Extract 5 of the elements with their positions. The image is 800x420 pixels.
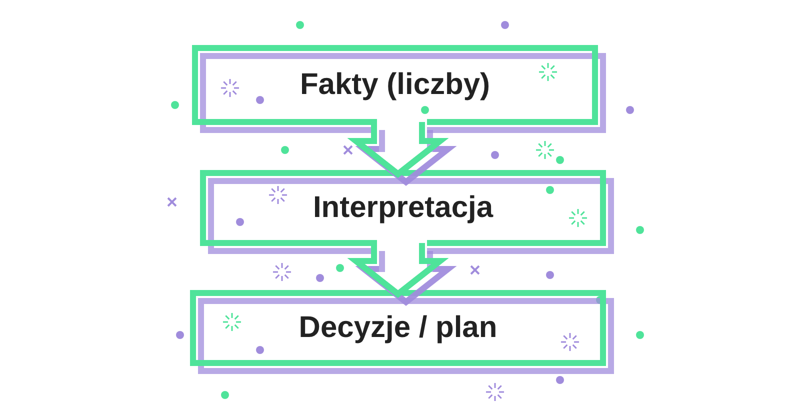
process-box: [190, 290, 606, 366]
process-box: [192, 45, 598, 125]
box-label: Fakty (liczby): [300, 68, 490, 102]
box-label: Decyzje / plan: [298, 311, 498, 345]
box-label: Interpretacja: [312, 191, 494, 225]
